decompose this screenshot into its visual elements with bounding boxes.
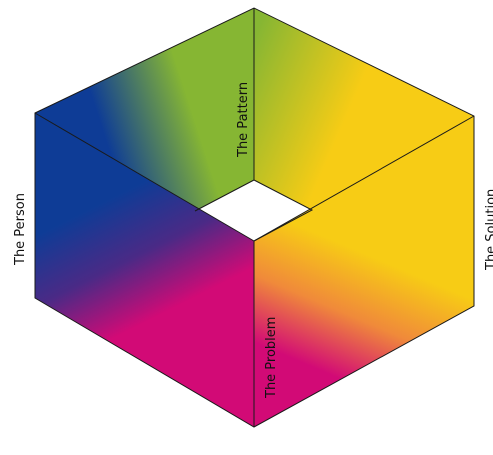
label-person: The Person [13, 193, 28, 266]
label-solution: The Solution [484, 189, 493, 271]
label-pattern: The Pattern [236, 82, 251, 158]
label-problem: The Problem [264, 317, 279, 399]
